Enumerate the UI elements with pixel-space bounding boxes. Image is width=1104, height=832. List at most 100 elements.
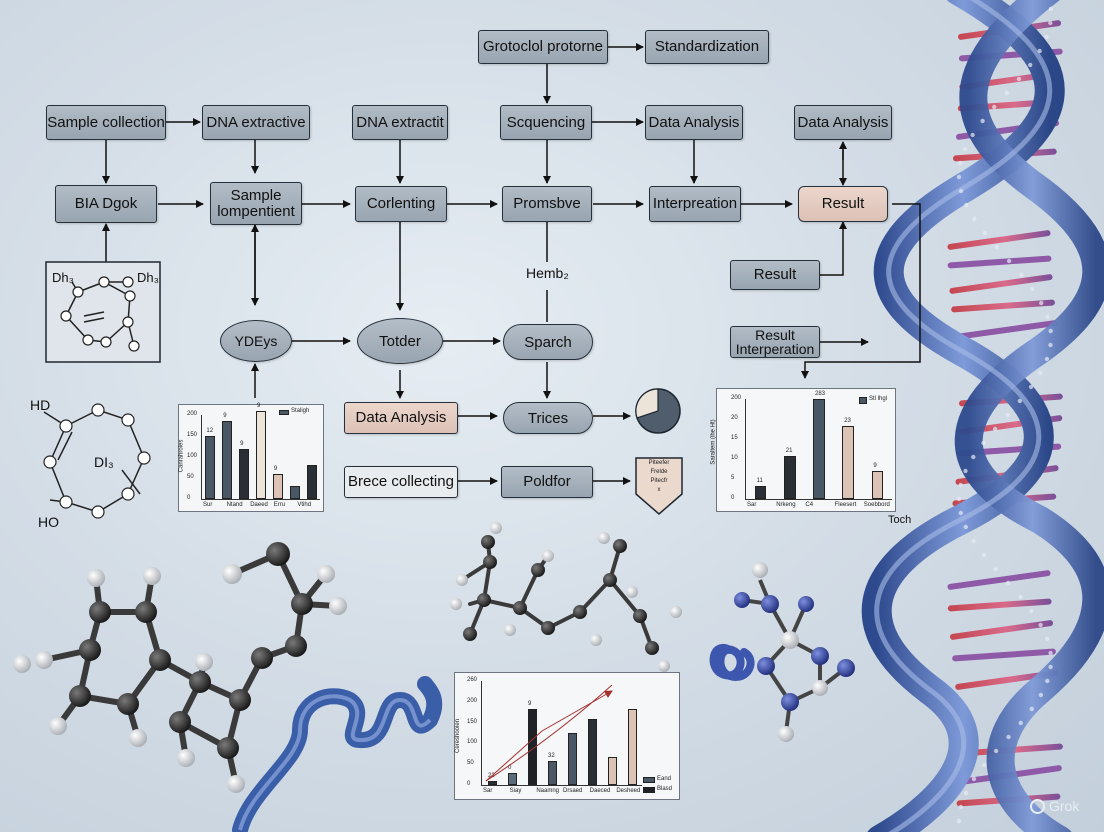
bar-value-label: 9	[223, 413, 226, 419]
totder-node: Totder	[357, 318, 443, 364]
dna-surface-dot	[970, 133, 974, 137]
y-tick-label: 150	[187, 432, 197, 438]
bar-value-label: 21	[786, 448, 793, 454]
dna-surface-dot	[1017, 77, 1021, 81]
bar	[755, 486, 767, 499]
dna-surface-dot	[972, 777, 976, 781]
chart2-xlabel: Toch	[888, 514, 911, 526]
dna-surface-dot	[1038, 623, 1042, 627]
dna-base-pair	[948, 598, 1052, 611]
dna-surface-dot	[982, 763, 986, 767]
dna-surface-dot	[1045, 315, 1049, 319]
bar-chart-2: Saraltem (ihe Ht) 20020151050 1121283239…	[716, 388, 896, 512]
dna-base-pair	[947, 230, 1051, 250]
y-tick-label: 200	[731, 395, 741, 401]
dna-surface-dot	[1048, 21, 1052, 25]
x-category-label: Daeed	[250, 502, 268, 508]
corlenting-box: Corlenting	[355, 186, 447, 222]
sample-lompentient-box: Sample lompentient	[210, 182, 302, 225]
bar	[222, 421, 232, 499]
dna-surface-dot	[959, 189, 963, 193]
x-category-label: Nrkeng	[776, 502, 795, 508]
dna-surface-dot	[1049, 7, 1053, 11]
molecule-right	[714, 562, 855, 742]
shield-line-1: Piteefer	[640, 459, 678, 468]
hemb-label: Hemb₂	[526, 265, 569, 281]
dna-surface-dot	[1045, 679, 1049, 683]
molecule-center	[450, 522, 682, 672]
ring-label-di: DI₃	[94, 454, 114, 470]
dna-surface-dot	[959, 805, 963, 809]
trices-node: Trices	[503, 402, 593, 434]
ring-label-ho: HO	[38, 514, 59, 530]
x-category-label: Drsaed	[563, 788, 582, 794]
bar	[307, 465, 317, 499]
ydeys-node: YDEys	[220, 320, 292, 362]
bar	[842, 426, 854, 499]
y-tick-label: 100	[467, 739, 477, 745]
dna-surface-dot	[958, 161, 962, 165]
chart3-ylabel: Cereshoolen	[455, 719, 461, 753]
dna-surface-dot	[1048, 343, 1052, 347]
chart1-plot: 129999	[201, 415, 320, 500]
dna-surface-dot	[993, 427, 997, 431]
dna-base-pair	[950, 620, 1054, 640]
dna-surface-dot	[964, 791, 968, 795]
bar-value-label: 12	[206, 428, 213, 434]
promsbve-box: Promsbve	[502, 186, 592, 222]
chart3-legend-swatch-2	[643, 787, 655, 793]
bar-value-label: 23	[844, 418, 851, 424]
sample-line-1: Sample	[231, 188, 282, 204]
shield-line-3: Pitecfr	[640, 477, 678, 486]
x-category-label: Sar	[747, 502, 756, 508]
dna-surface-dot	[1030, 707, 1034, 711]
dh-label-left: Dh₃	[52, 270, 74, 285]
y-tick-label: 150	[467, 719, 477, 725]
bar-value-label: 9	[240, 441, 243, 447]
result-interp-line-2: Interperation	[736, 342, 815, 356]
bar	[239, 449, 249, 499]
result-interp-line-1: Result	[755, 328, 795, 342]
chart1-legend-swatch	[279, 410, 289, 415]
bar-value-label: 9	[257, 403, 260, 409]
dna-surface-dot	[1018, 595, 1022, 599]
dna-surface-dot	[1045, 637, 1049, 641]
dna-surface-dot	[1029, 609, 1033, 613]
x-category-label: Daeced	[590, 788, 611, 794]
shield-text: Piteefer Frelde Pitecfr x	[640, 459, 678, 495]
grok-logo-icon	[1030, 799, 1045, 814]
dna-surface-dot	[1006, 581, 1010, 585]
dna-surface-dot	[981, 441, 985, 445]
protein-ribbon-left	[240, 684, 434, 830]
dna-surface-dot	[994, 245, 998, 249]
dna-surface-dot	[1007, 259, 1011, 263]
dna-surface-dot	[980, 119, 984, 123]
bia-dgok-box: BIA Dgok	[55, 185, 157, 223]
dna-surface-dot	[1038, 371, 1042, 375]
sample-collection-box: Sample collection	[46, 105, 166, 140]
grok-watermark: Grok	[1030, 798, 1079, 814]
standardization-box: Standardization	[645, 30, 769, 64]
dna-surface-dot	[963, 147, 967, 151]
y-tick-label: 200	[187, 411, 197, 417]
dna-surface-dot	[1048, 651, 1052, 655]
dna-extractive-box: DNA extractive	[202, 105, 310, 140]
dna-surface-dot	[1037, 49, 1041, 53]
bar	[273, 474, 283, 499]
dna-surface-dot	[994, 749, 998, 753]
dna-base-pair	[947, 570, 1051, 590]
y-tick-label: 200	[467, 698, 477, 704]
x-category-label: Ntand	[227, 502, 243, 508]
bar	[813, 399, 825, 499]
chart2-legend-swatch	[859, 397, 867, 404]
dna-surface-dot	[1048, 329, 1052, 333]
y-tick-label: 10	[731, 455, 738, 461]
dna-surface-dot	[1028, 63, 1032, 67]
dna-surface-dot	[1019, 273, 1023, 277]
dna-surface-dot	[1004, 91, 1008, 95]
chart1-legend-label: Staligh	[291, 408, 309, 414]
dna-surface-dot	[959, 511, 963, 515]
